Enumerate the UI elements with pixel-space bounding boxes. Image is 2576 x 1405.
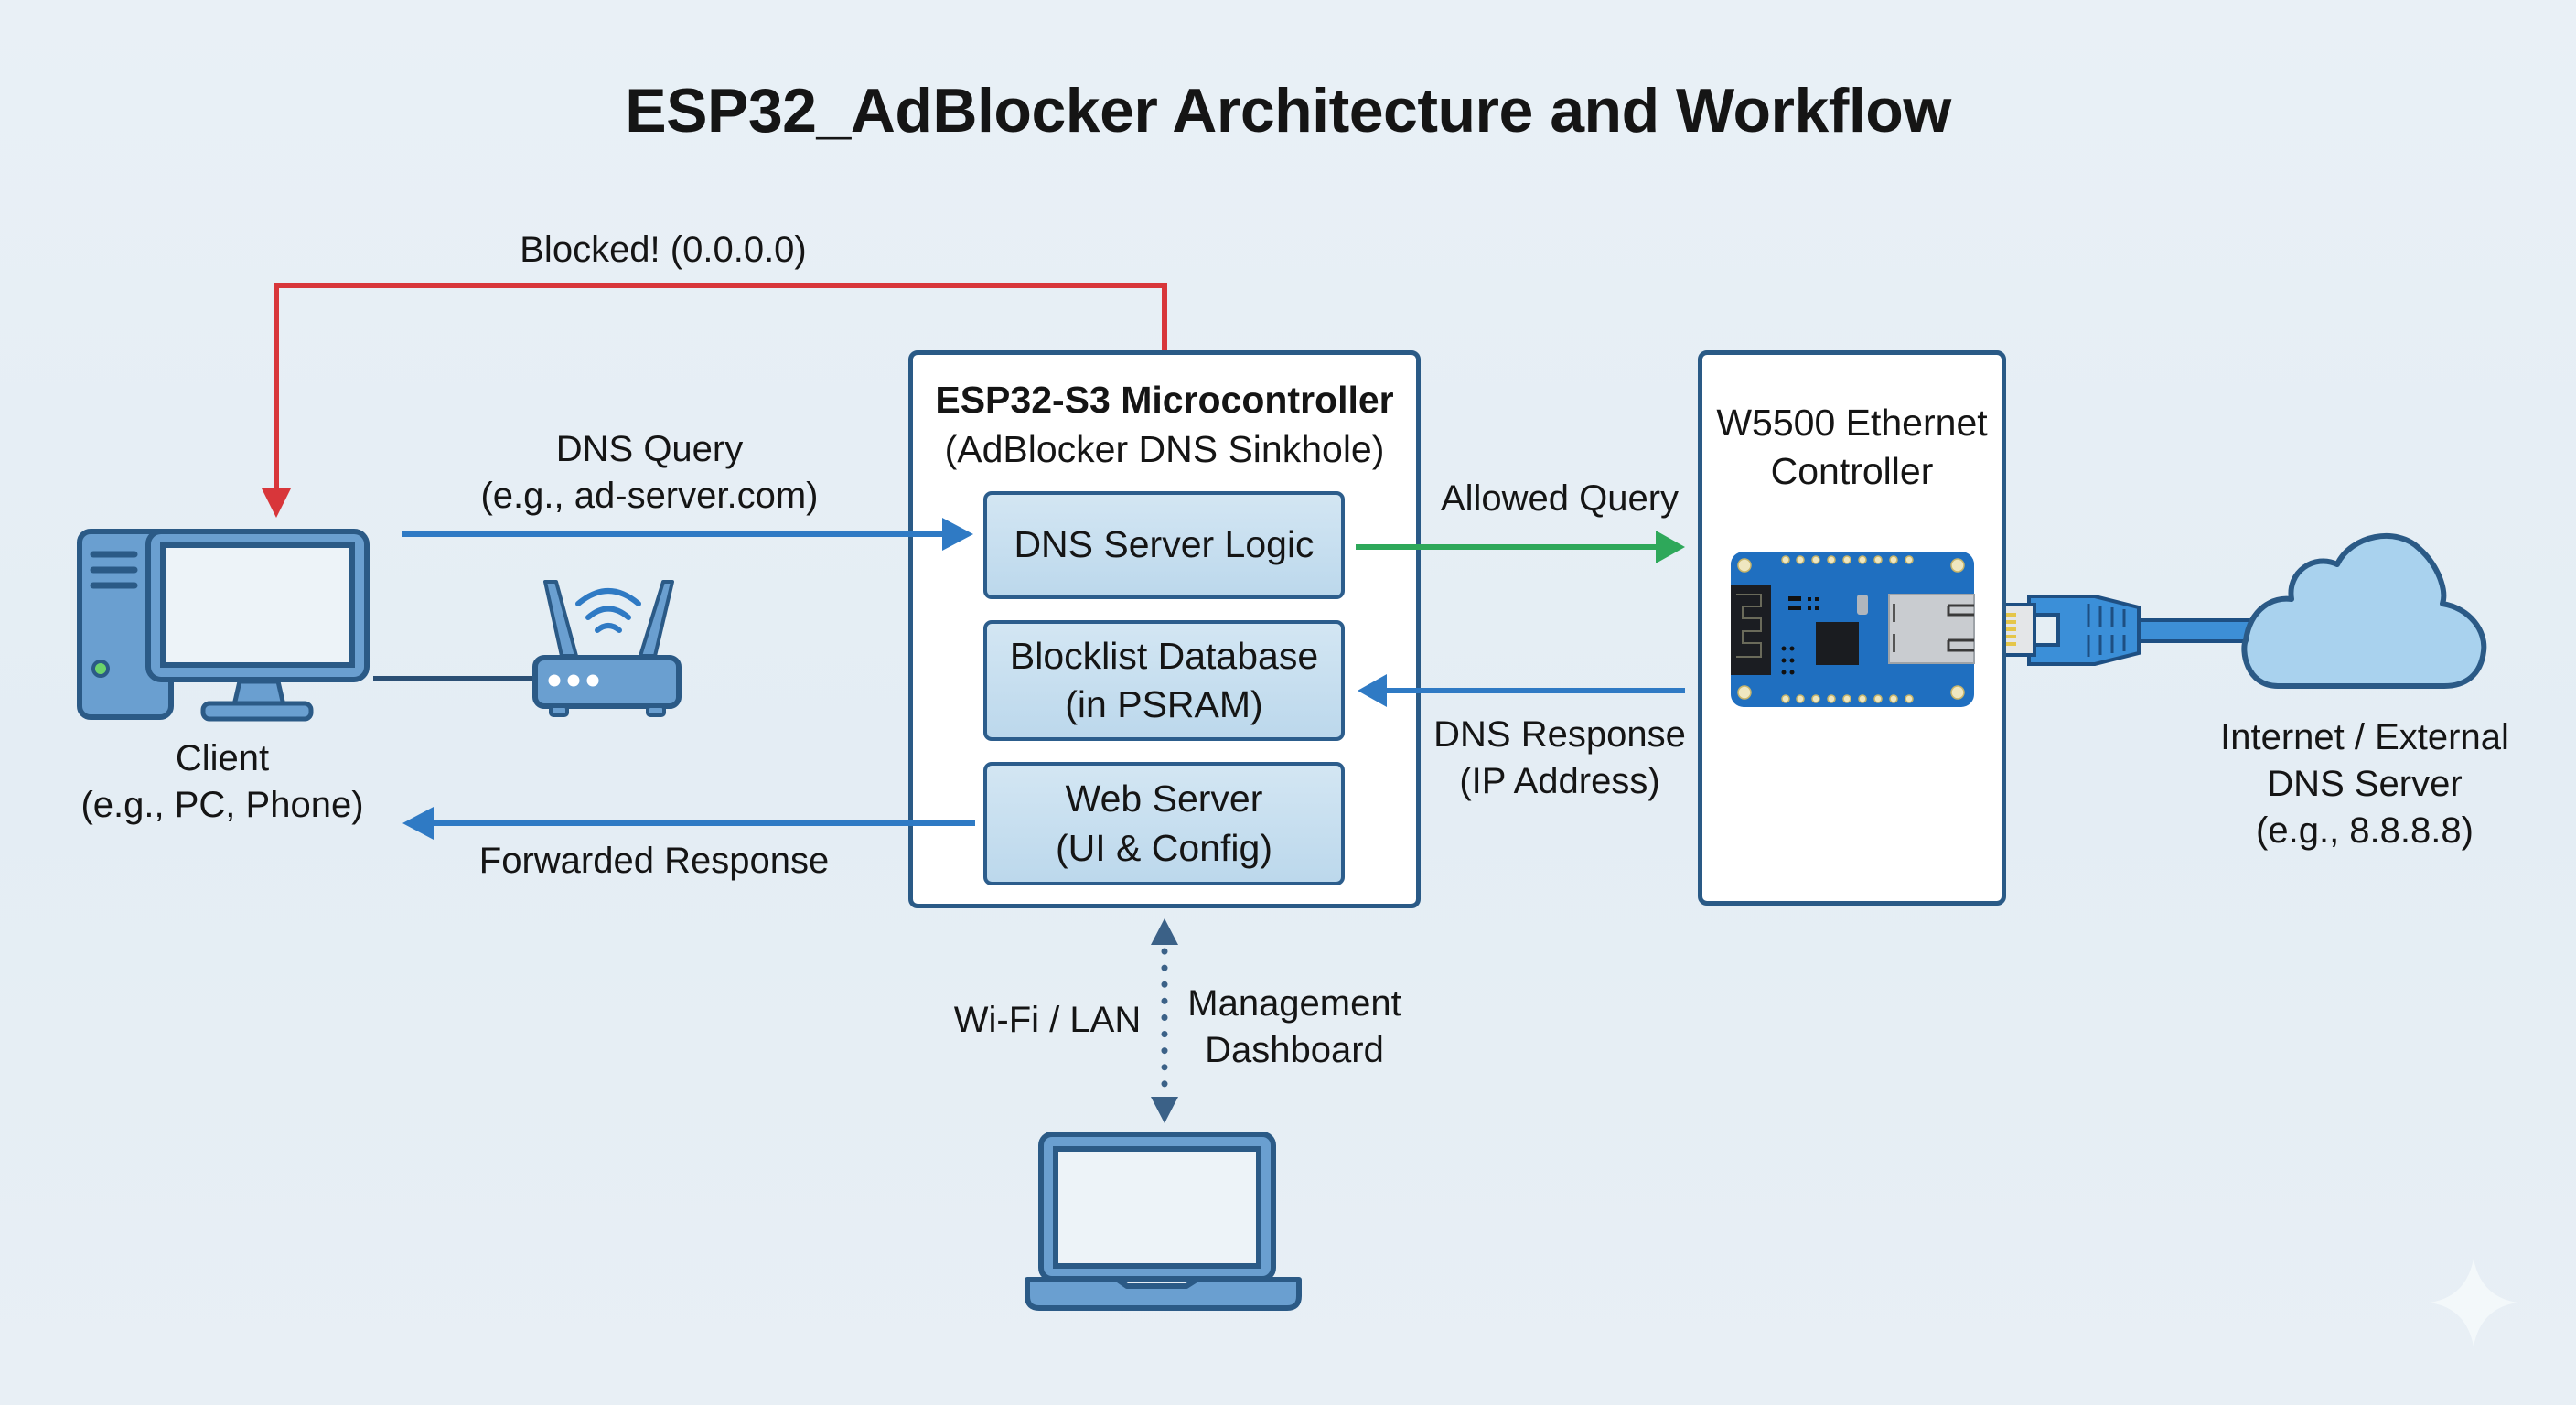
- client-label-line2: (e.g., PC, Phone): [80, 785, 364, 826]
- wifi-router-icon: [532, 580, 682, 717]
- cloud-icon: [2241, 533, 2487, 689]
- blocked-label: Blocked! (0.0.0.0): [520, 230, 807, 270]
- management-arrowhead-up: [1151, 918, 1178, 945]
- module-label: Web Server: [1065, 778, 1263, 820]
- internet-dns-label: Internet / External DNS Server (e.g., 8.…: [2195, 714, 2534, 855]
- allowed-query-arrowhead: [1656, 531, 1685, 563]
- client-label: Client (e.g., PC, Phone): [55, 735, 390, 829]
- diagram-title: ESP32_AdBlocker Architecture and Workflo…: [625, 76, 1951, 145]
- dns-query-arrowhead-inner: [942, 518, 973, 551]
- esp32-title: ESP32-S3 Microcontroller: [935, 379, 1394, 421]
- management-dashboard-label-line1: Management: [1187, 983, 1401, 1024]
- esp32-subtitle: (AdBlocker DNS Sinkhole): [944, 428, 1385, 471]
- wifi-lan-label: Wi-Fi / LAN: [953, 1000, 1142, 1040]
- management-dashboard-label: Management Dashboard: [1175, 981, 1413, 1074]
- dns-query-label-line2: (e.g., ad-server.com): [480, 476, 819, 517]
- management-link-arrow: [1151, 918, 1178, 1123]
- ethernet-module-board-icon: [1731, 552, 1975, 707]
- forwarded-response-arrowhead: [402, 807, 434, 840]
- client-label-line1: Client: [175, 738, 270, 778]
- dns-response-label-line2: (IP Address): [1459, 761, 1660, 802]
- sparkle-icon: [2430, 1259, 2517, 1346]
- blocked-arrow: [262, 283, 1167, 518]
- forwarded-response-arrow: [402, 807, 975, 840]
- dns-server-logic-module: DNS Server Logic: [983, 491, 1345, 599]
- internet-label-line3: (e.g., 8.8.8.8): [2256, 810, 2474, 852]
- management-dashboard-label-line2: Dashboard: [1205, 1030, 1384, 1071]
- module-label: Blocklist Database: [1009, 634, 1319, 677]
- w5500-header: W5500 Ethernet Controller: [1702, 399, 2002, 497]
- internet-label-line2: DNS Server: [2267, 764, 2463, 805]
- allowed-query-label: Allowed Query: [1440, 478, 1680, 519]
- dns-response-arrowhead-inner: [1358, 674, 1387, 707]
- web-server-module: Web Server (UI & Config): [983, 762, 1345, 885]
- dns-response-label-line1: DNS Response: [1433, 714, 1686, 755]
- module-sublabel: (UI & Config): [1056, 826, 1272, 869]
- esp32-header: ESP32-S3 Microcontroller (AdBlocker DNS …: [913, 375, 1416, 474]
- dns-response-label: DNS Response (IP Address): [1422, 712, 1697, 805]
- module-sublabel: (in PSRAM): [1065, 683, 1263, 725]
- forwarded-response-label: Forwarded Response: [478, 841, 830, 881]
- desktop-pc-icon: [77, 529, 370, 722]
- w5500-title-line2: Controller: [1770, 450, 1934, 493]
- dns-query-label-line1: DNS Query: [555, 429, 744, 469]
- blocked-arrowhead: [262, 488, 291, 518]
- management-arrowhead-down: [1151, 1097, 1178, 1123]
- internet-label-line1: Internet / External: [2220, 717, 2509, 757]
- module-label: DNS Server Logic: [1014, 523, 1315, 566]
- blocklist-database-module: Blocklist Database (in PSRAM): [983, 620, 1345, 741]
- blocked-arrow-line: [274, 283, 1167, 494]
- w5500-title-line1: W5500 Ethernet: [1716, 402, 1988, 444]
- laptop-icon: [1025, 1132, 1302, 1311]
- dns-query-label: DNS Query (e.g., ad-server.com): [430, 426, 869, 520]
